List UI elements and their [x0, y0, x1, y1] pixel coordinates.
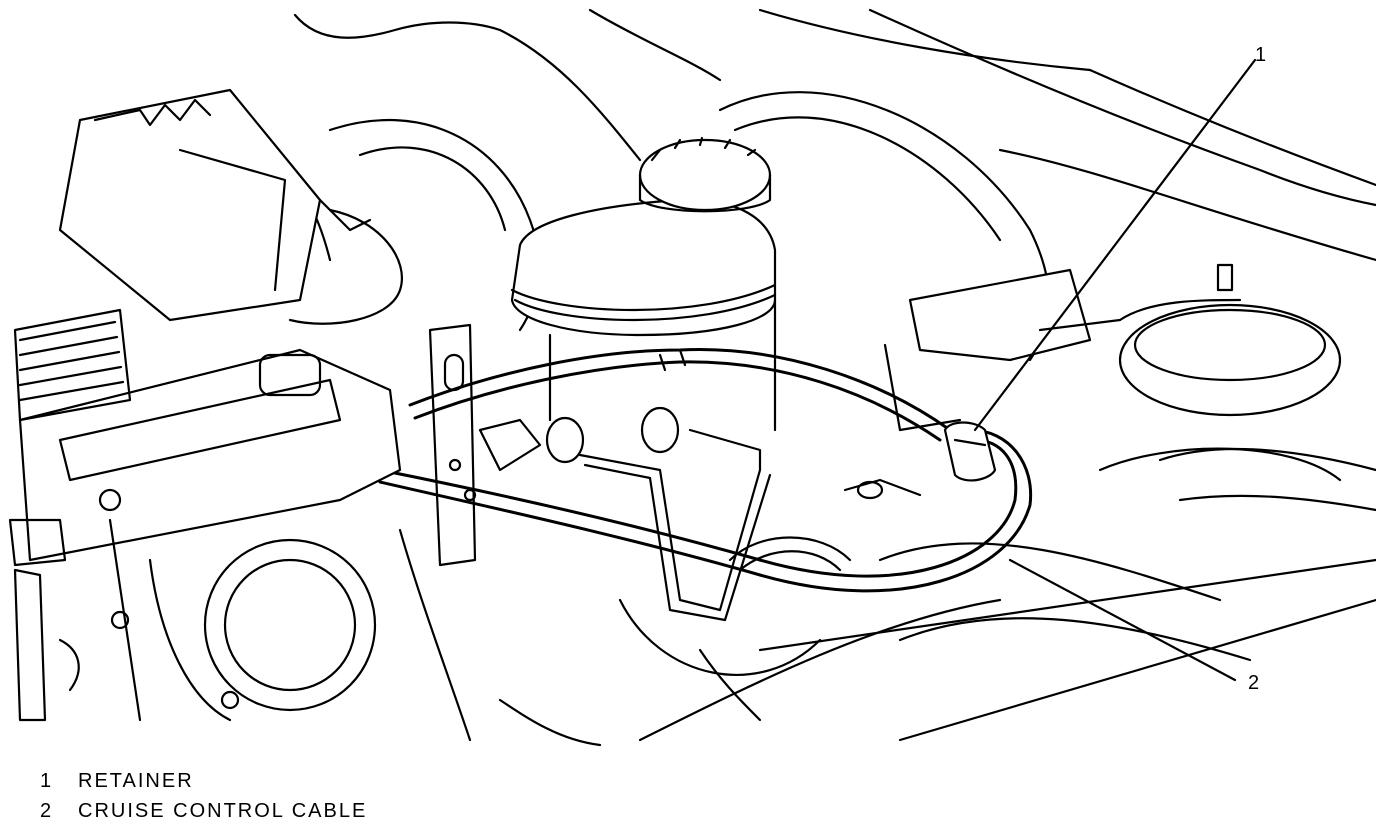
- leader-line-1: [973, 58, 1257, 432]
- left-edge-components: [8, 518, 80, 722]
- body-panel-lines: [293, 8, 1376, 742]
- master-cylinder-reservoir: [510, 136, 777, 432]
- lower-engine-lines: [398, 528, 762, 747]
- mounting-bracket: [428, 323, 477, 567]
- cruise-control-cable: [378, 348, 1033, 593]
- brake-lines: [478, 406, 772, 622]
- legend-item: 1 RETAINER: [40, 766, 367, 796]
- engine-bay-illustration: [8, 8, 1376, 747]
- sensor-module: [58, 88, 403, 325]
- leader-line-2: [1008, 558, 1237, 682]
- throttle-assembly: [13, 308, 402, 562]
- legend-number: 1: [40, 770, 54, 792]
- legend-item: 2 CRUISE CONTROL CABLE: [40, 796, 367, 826]
- legend-number: 2: [40, 800, 54, 822]
- legend: 1 RETAINER 2 CRUISE CONTROL CABLE: [40, 766, 367, 826]
- retainer-clip: [943, 421, 997, 482]
- legend-text: RETAINER: [78, 770, 194, 792]
- strut-tower: [1098, 263, 1342, 482]
- callout-2: 2: [1248, 672, 1261, 694]
- oil-filter: [108, 518, 377, 722]
- legend-text: CRUISE CONTROL CABLE: [78, 800, 368, 822]
- callout-1: 1: [1255, 44, 1268, 66]
